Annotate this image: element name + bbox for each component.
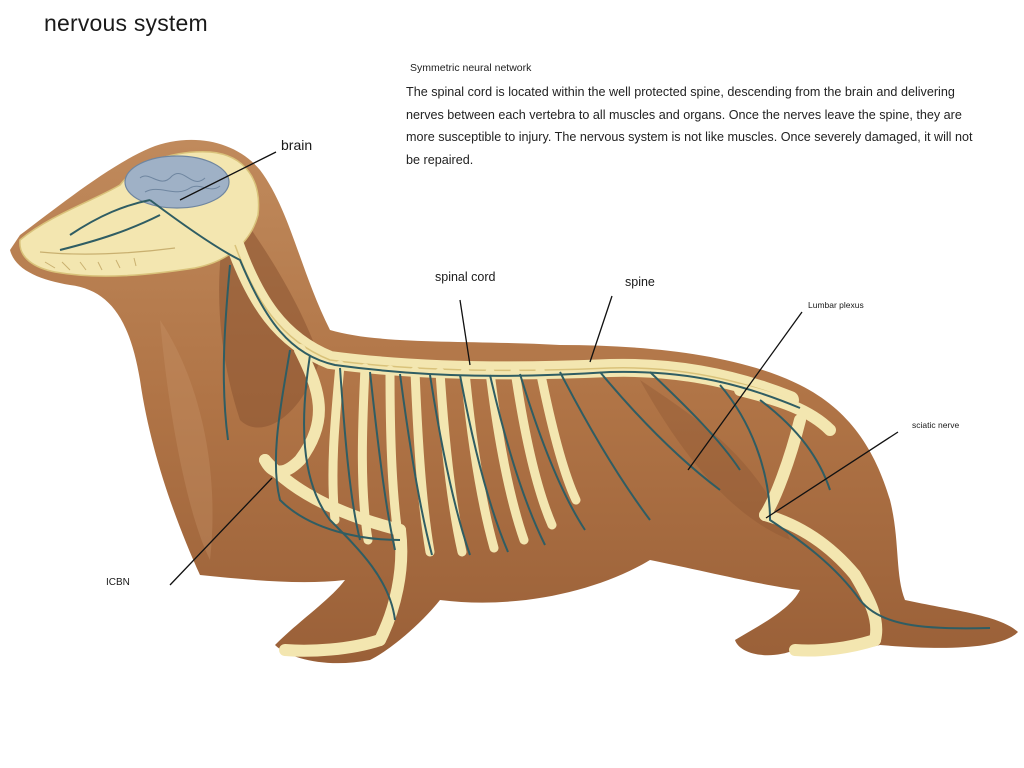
spine-bones (226, 236, 799, 409)
leader-line-lumbar-plexus (687, 311, 803, 471)
leader-line-spinal-cord (459, 299, 471, 366)
diagram-description: The spinal cord is located within the we… (406, 85, 973, 167)
label-spinal-cord: spinal cord (435, 270, 496, 284)
label-sciatic-nerve: sciatic nerve (912, 420, 960, 430)
label-brain: brain (281, 137, 313, 153)
front-leg-bones (259, 344, 408, 657)
leader-line-sciatic-nerve (765, 431, 899, 519)
label-icbn: ICBN (106, 577, 130, 588)
diagram-subtitle: Symmetric neural network (410, 62, 532, 74)
leader-line-spine (589, 295, 613, 363)
label-spine: spine (625, 275, 655, 289)
brain-organ (124, 155, 230, 209)
diagram-title: nervous system (44, 10, 208, 36)
leader-line-icbn (169, 477, 273, 586)
label-lumbar-plexus: Lumbar plexus (808, 300, 864, 310)
nerve-network (59, 199, 991, 630)
leader-lines (169, 151, 899, 586)
leader-line-brain (179, 151, 277, 201)
